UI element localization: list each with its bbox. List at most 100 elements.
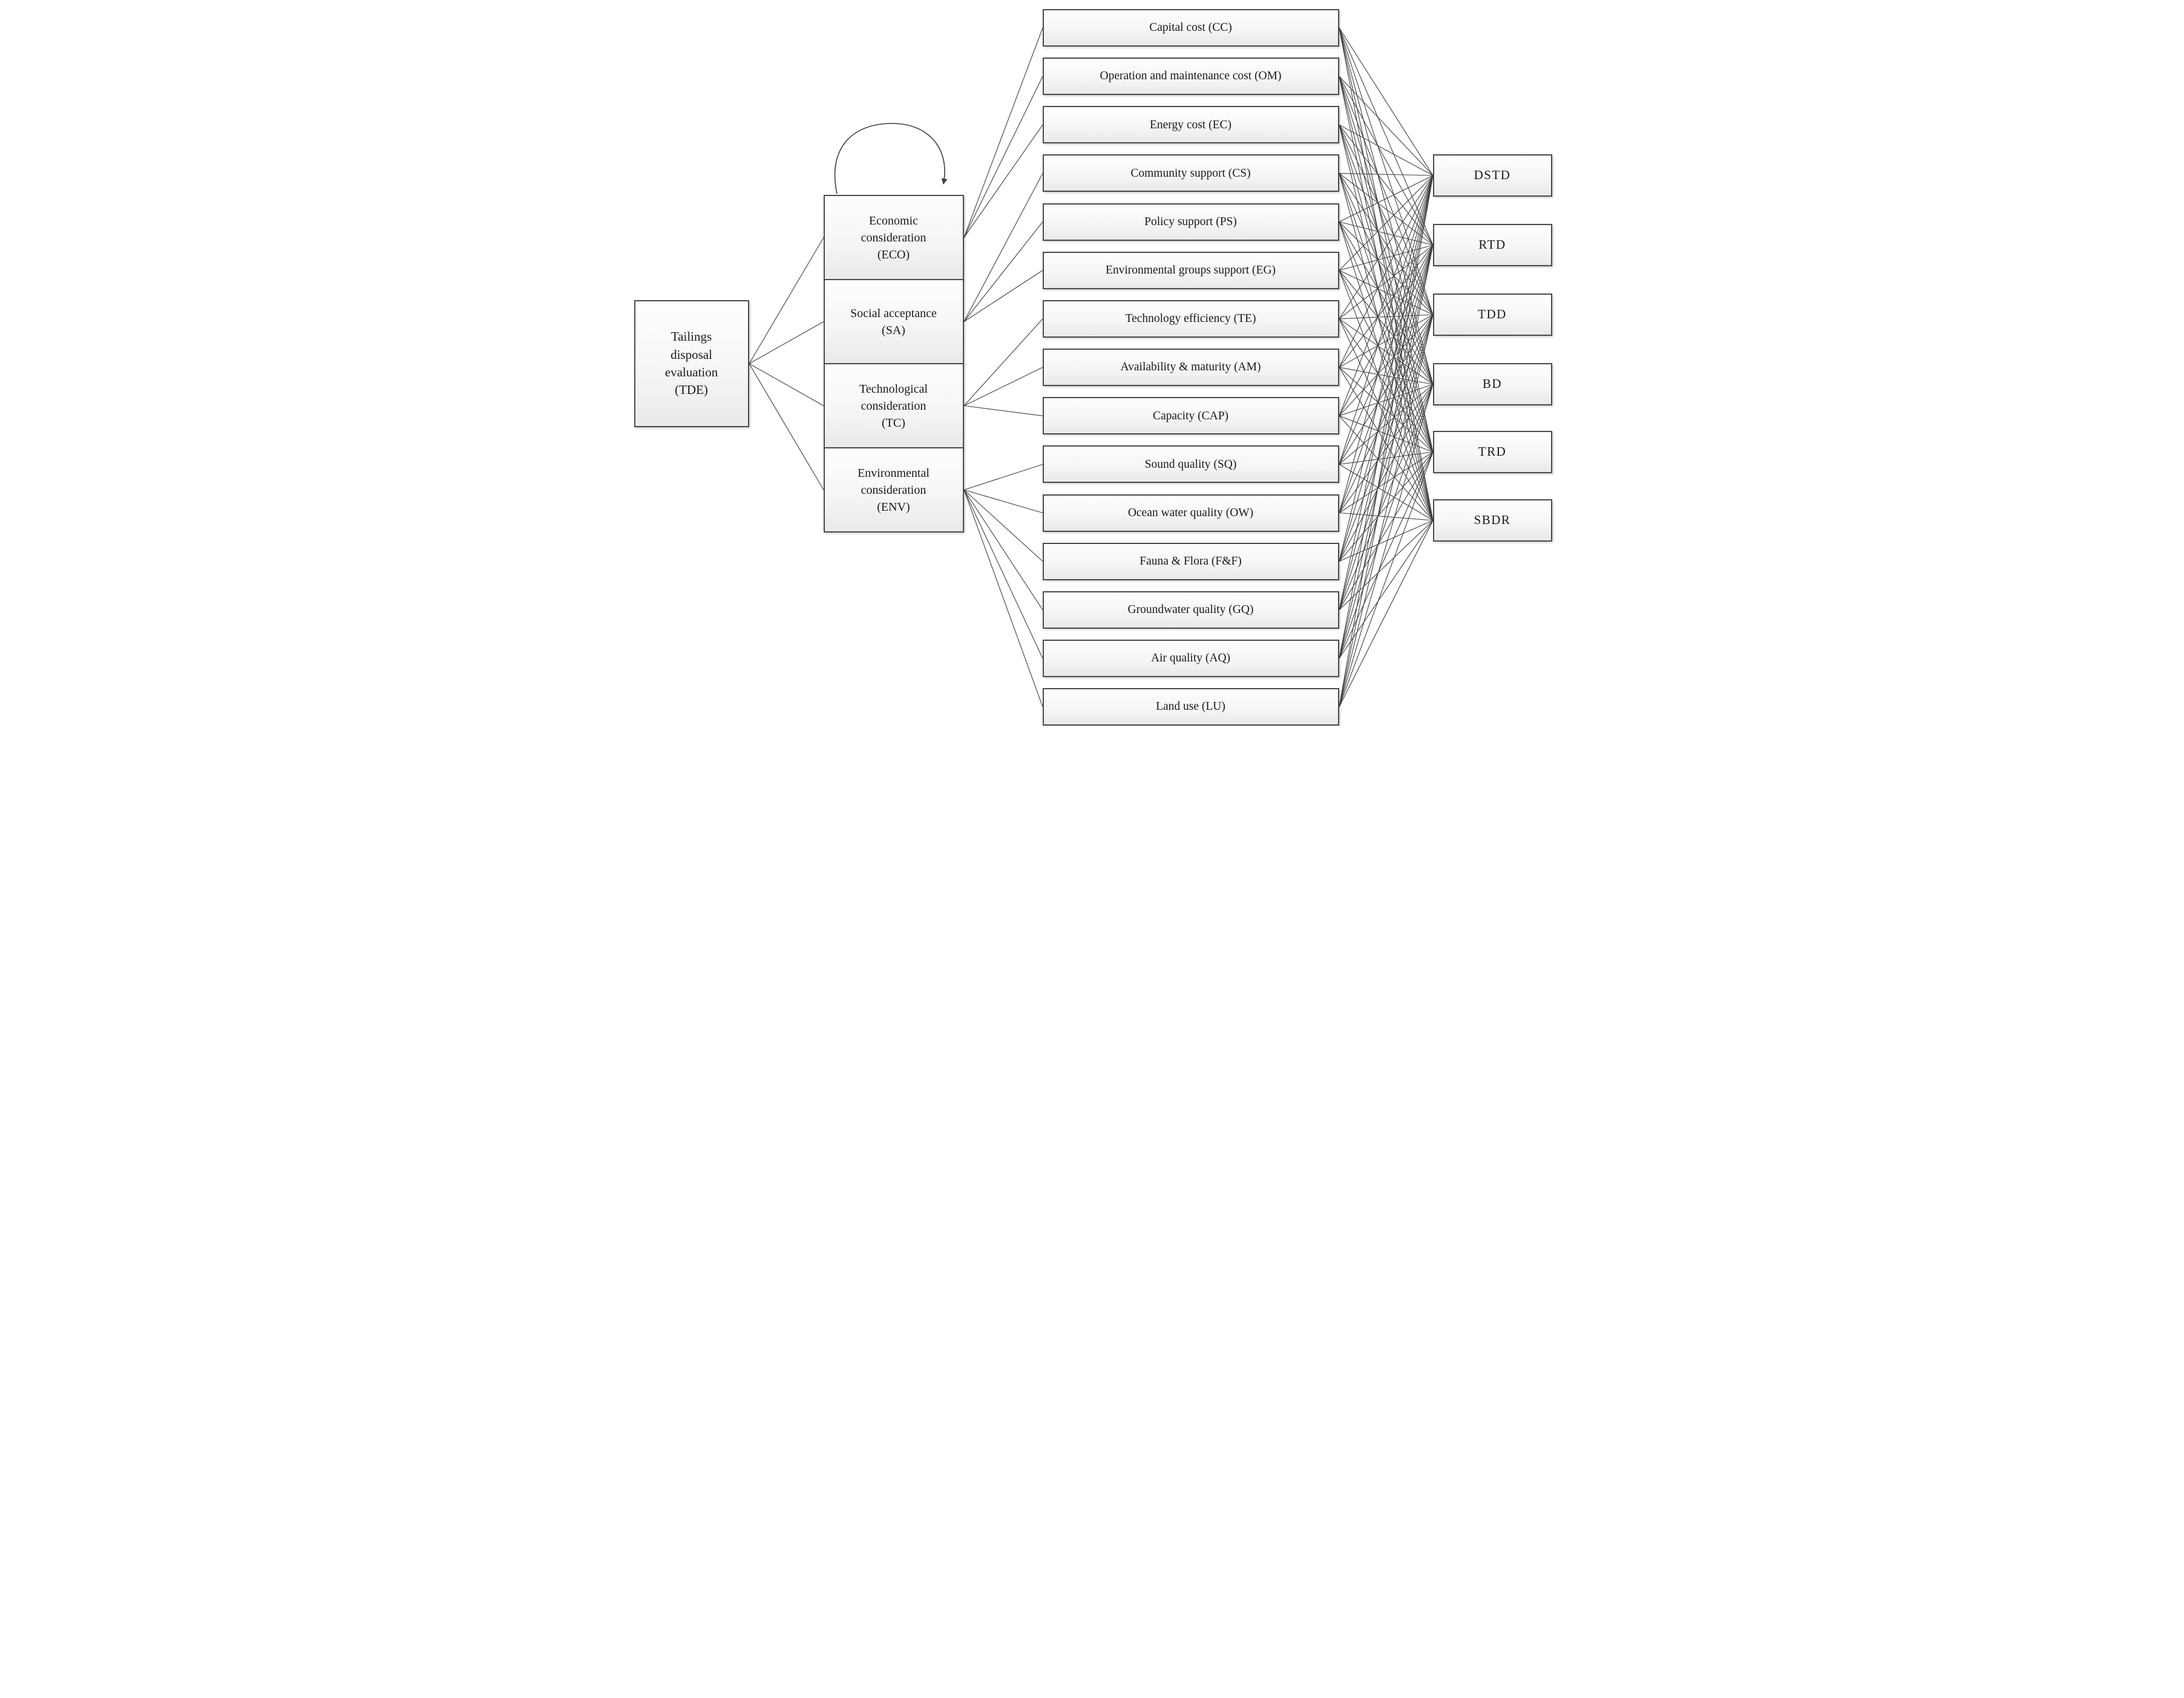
edge-criterion-alternative: [1339, 124, 1433, 176]
connector-lines-layer: [749, 27, 1434, 707]
criterion-node-ec: Energy cost (EC): [1042, 106, 1339, 144]
criterion-node-sq: Sound quality (SQ): [1042, 445, 1339, 484]
criterion-node-am: Availability & maturity (AM): [1042, 349, 1339, 387]
edge-criterion-alternative: [1339, 175, 1433, 320]
alternative-node-rtd: RTD: [1432, 224, 1552, 266]
edge-criterion-alternative: [1339, 451, 1433, 562]
edge-goal-consideration: [749, 363, 824, 490]
criterion-node-lu: Land use (LU): [1042, 688, 1339, 726]
criterion-node-om: Operation and maintenance cost (OM): [1042, 57, 1339, 96]
criterion-node-eg: Environmental groups support (EG): [1042, 251, 1339, 289]
criterion-node-aq: Air quality (AQ): [1042, 639, 1339, 677]
edge-criterion-alternative: [1339, 173, 1433, 246]
edge-criterion-alternative: [1339, 451, 1433, 611]
criterion-node-ps: Policy support (PS): [1042, 203, 1339, 241]
alternative-node-trd: TRD: [1432, 431, 1552, 473]
edge-criterion-alternative: [1339, 124, 1433, 246]
edge-consideration-criterion: [963, 124, 1043, 238]
edge-criterion-alternative: [1339, 367, 1433, 385]
edge-criterion-alternative: [1338, 27, 1434, 246]
edge-criterion-alternative: [1338, 244, 1434, 707]
edge-consideration-criterion: [963, 270, 1043, 322]
edge-criterion-alternative: [1338, 175, 1434, 707]
consideration-node-sa: Social acceptance (SA): [823, 279, 964, 364]
edge-criterion-alternative: [1339, 384, 1433, 562]
edge-criterion-alternative: [1339, 173, 1433, 315]
edge-consideration-criterion: [963, 489, 1043, 514]
edge-criterion-alternative: [1339, 270, 1433, 385]
edge-criterion-alternative: [1338, 76, 1434, 521]
consideration-node-eco: Economic consideration (ECO): [823, 195, 964, 280]
self-loop-arrow: [834, 123, 948, 194]
edge-criterion-alternative: [1339, 172, 1433, 176]
edge-criterion-alternative: [1339, 175, 1433, 223]
edge-criterion-alternative: [1338, 175, 1434, 562]
criterion-node-cc: Capital cost (CC): [1042, 9, 1339, 47]
edge-consideration-criterion: [963, 490, 1043, 707]
criterion-node-cs: Community support (CS): [1042, 154, 1339, 192]
consideration-node-tc: Technological consideration (TC): [823, 363, 964, 448]
edge-criterion-alternative: [1338, 76, 1434, 315]
anp-network-diagram: Tailings disposal evaluation (TDE) Econo…: [625, 0, 1559, 726]
edge-lines-group: [749, 27, 1434, 707]
edge-goal-consideration: [749, 321, 824, 364]
edge-consideration-criterion: [963, 490, 1043, 611]
edge-criterion-alternative: [1339, 270, 1433, 315]
edge-consideration-criterion: [963, 318, 1043, 406]
edge-consideration-criterion: [963, 490, 1043, 659]
edge-criterion-alternative: [1339, 76, 1433, 246]
criterion-node-ow: Ocean water quality (OW): [1042, 494, 1339, 532]
edge-criterion-alternative: [1339, 221, 1433, 385]
edge-criterion-alternative: [1338, 314, 1434, 562]
edge-criterion-alternative: [1339, 415, 1433, 521]
edge-criterion-alternative: [1338, 244, 1434, 659]
edge-criterion-alternative: [1339, 175, 1433, 271]
edge-criterion-alternative: [1339, 451, 1433, 465]
edge-criterion-alternative: [1339, 27, 1433, 176]
edge-criterion-alternative: [1339, 512, 1433, 521]
edge-criterion-alternative: [1338, 451, 1434, 707]
edge-criterion-alternative: [1338, 314, 1434, 659]
edge-consideration-criterion: [963, 76, 1043, 238]
edge-criterion-alternative: [1338, 451, 1434, 659]
edge-consideration-criterion: [963, 27, 1043, 238]
edge-consideration-criterion: [963, 490, 1043, 562]
edge-consideration-criterion: [963, 464, 1043, 491]
edge-criterion-alternative: [1339, 221, 1433, 315]
edge-criterion-alternative: [1338, 125, 1434, 385]
edge-criterion-alternative: [1339, 520, 1433, 611]
edge-criterion-alternative: [1338, 175, 1434, 610]
edge-consideration-criterion: [963, 173, 1043, 322]
edge-criterion-alternative: [1338, 173, 1434, 521]
edge-criterion-alternative: [1338, 125, 1434, 521]
criterion-node-gq: Groundwater quality (GQ): [1042, 591, 1339, 629]
edge-criterion-alternative: [1339, 384, 1433, 465]
edge-criterion-alternative: [1339, 520, 1433, 562]
edge-consideration-criterion: [963, 221, 1043, 322]
goal-node-tde: Tailings disposal evaluation (TDE): [634, 300, 749, 427]
edge-criterion-alternative: [1338, 244, 1434, 610]
edge-consideration-criterion: [963, 405, 1043, 416]
edge-criterion-alternative: [1338, 175, 1434, 659]
criterion-node-cap: Capacity (CAP): [1042, 397, 1339, 435]
edge-criterion-alternative: [1338, 384, 1434, 611]
edge-criterion-alternative: [1339, 314, 1433, 416]
edge-criterion-alternative: [1338, 27, 1434, 385]
edge-criterion-alternative: [1338, 314, 1434, 707]
edge-criterion-alternative: [1338, 314, 1434, 610]
criterion-node-te: Technology efficiency (TE): [1042, 300, 1339, 338]
consideration-node-env: Environmental consideration (ENV): [823, 447, 964, 533]
edge-criterion-alternative: [1339, 384, 1433, 513]
edge-criterion-alternative: [1338, 384, 1434, 707]
criterion-node-f-f: Fauna & Flora (F&F): [1042, 542, 1339, 580]
edge-criterion-alternative: [1339, 125, 1433, 315]
alternative-node-dstd: DSTD: [1432, 154, 1552, 197]
alternative-node-tdd: TDD: [1432, 293, 1552, 336]
edge-consideration-criterion: [963, 367, 1043, 406]
edge-criterion-alternative: [1339, 520, 1433, 707]
edge-criterion-alternative: [1339, 520, 1433, 659]
edge-criterion-alternative: [1339, 415, 1433, 453]
edge-criterion-alternative: [1338, 173, 1434, 385]
edge-criterion-alternative: [1338, 76, 1434, 385]
edge-criterion-alternative: [1339, 175, 1433, 368]
